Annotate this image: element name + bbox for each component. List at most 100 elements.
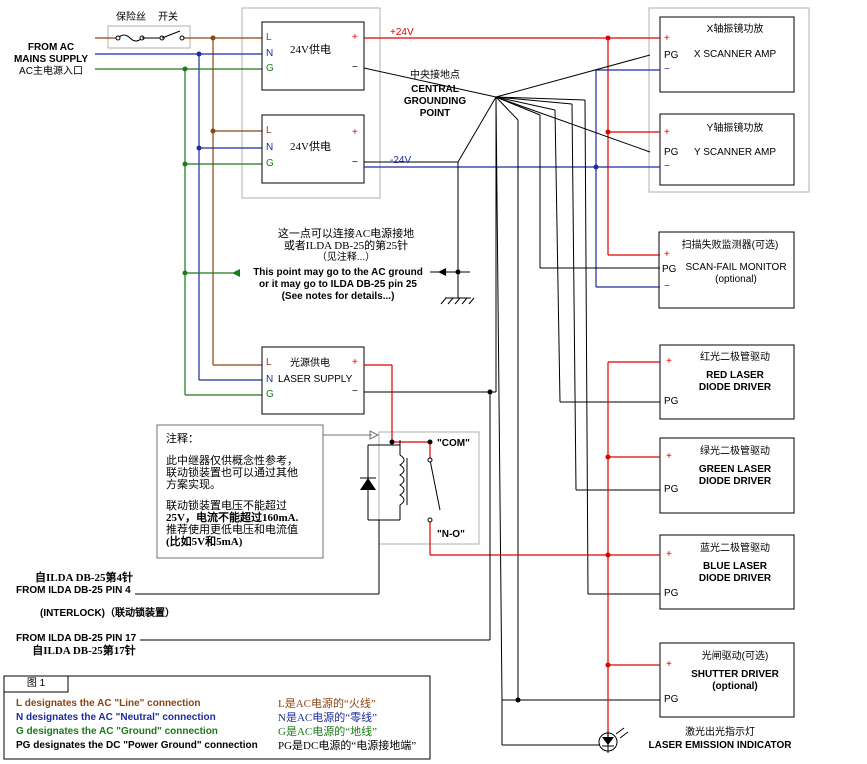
laser-minus: −: [352, 386, 358, 397]
neutral-wires: [95, 53, 262, 381]
diode-icon: [360, 478, 376, 490]
psu2-title: 24V供电: [290, 141, 331, 153]
laser-supply-cn: 光源供电: [290, 358, 330, 369]
relay-no-label: "N-O": [437, 529, 465, 540]
blue-driver-cn: 蓝光二极管驱动: [700, 543, 770, 554]
scanfail-cn: 扫描失败监测器(可选): [681, 240, 779, 251]
y-amp-cn: Y轴振镜功放: [706, 123, 764, 134]
fuse-label: 保险丝: [116, 12, 146, 23]
x-amp-box: [659, 16, 795, 93]
green-driver-en2: DIODE DRIVER: [698, 476, 772, 487]
laser-plus: +: [352, 357, 358, 368]
scanfail-en2: (optional): [715, 274, 757, 285]
shutter-pg: PG: [664, 694, 679, 705]
psu1-L: L: [266, 32, 272, 43]
y-amp-box: [659, 113, 795, 186]
laser-supply-en: LASER SUPPLY: [278, 374, 353, 385]
shutter-en2: (optional): [712, 681, 758, 692]
fuse-icon: [117, 34, 143, 42]
relay-note-l6: 推荐使用更低电压和电流值: [166, 524, 298, 536]
psu1-G: G: [266, 63, 274, 74]
psu2-G: G: [266, 158, 274, 169]
green-driver-pg: PG: [664, 484, 679, 495]
psu1-rail-label: +24V: [390, 27, 414, 38]
mains-label-2: MAINS SUPPLY: [13, 54, 89, 65]
interlock-wires: [135, 392, 491, 641]
green-driver-plus: +: [666, 451, 672, 462]
psu2-L: L: [266, 125, 272, 136]
pin17-en: FROM ILDA DB-25 PIN 17: [16, 633, 137, 644]
relay-note-title: 注释：: [166, 433, 199, 445]
negative-24v-rail: [364, 69, 660, 288]
blue-driver-plus: +: [666, 549, 672, 560]
relay-enclosure: [378, 431, 480, 545]
psu1-title: 24V供电: [290, 44, 331, 56]
ground-note-en1: This point may go to the AC ground: [253, 267, 423, 278]
red-driver-pg: PG: [664, 396, 679, 407]
legend-g-en: G designates the AC "Ground" connection: [16, 726, 218, 737]
red-driver-cn: 红光二极管驱动: [700, 352, 770, 363]
y-amp-minus: −: [664, 161, 670, 172]
laser-N: N: [266, 374, 274, 385]
psu1-plus: +: [352, 32, 358, 43]
legend-box: [3, 675, 431, 760]
psu1-box: [261, 21, 365, 91]
ground-note-cn1: 这一点可以连接AC电源接地: [277, 228, 415, 240]
psu2-plus: +: [352, 127, 358, 138]
indicator-en: LASER EMISSION INDICATOR: [648, 740, 792, 751]
red-driver-en1: RED LASER: [706, 370, 764, 381]
shutter-en1: SHUTTER DRIVER: [691, 669, 779, 680]
central-ground-cn: 中央接地点: [410, 70, 460, 81]
scanfail-box: [658, 231, 795, 309]
blue-driver-en1: BLUE LASER: [703, 561, 767, 572]
scanfail-pg: PG: [662, 264, 677, 275]
x-amp-plus: +: [664, 33, 670, 44]
scanfail-plus: +: [664, 249, 670, 260]
positive-24v-rail: [364, 37, 660, 256]
relay-note-l2: 联动锁装置也可以通过其他: [166, 467, 298, 479]
legend-pg-cn: PG是DC电源的“电源接地端”: [278, 740, 417, 752]
ground-wires: [95, 68, 262, 396]
relay-note-l4: 联动锁装置电压不能超过: [166, 500, 287, 512]
scanfail-minus: −: [664, 281, 670, 292]
green-driver-en1: GREEN LASER: [698, 464, 772, 475]
shutter-plus: +: [666, 659, 672, 670]
psu-enclosure: [241, 7, 381, 199]
fuse-switch-enclosure: [107, 25, 191, 49]
x-amp-en: X SCANNER AMP: [693, 49, 777, 60]
legend-l-en: L designates the AC "Line" connection: [16, 698, 201, 709]
central-ground-en1: CENTRAL: [411, 84, 459, 95]
mains-label-3: AC主电源入口: [19, 66, 83, 77]
relay-com-label: "COM": [437, 438, 470, 449]
blue-driver-box: [659, 534, 795, 610]
psu2-rail-label: -24V: [390, 155, 412, 166]
ground-point-arrow: [438, 268, 446, 276]
relay-note-l7: (比如5V和5mA): [166, 536, 243, 548]
blue-driver-en2: DIODE DRIVER: [698, 573, 772, 584]
laser-supply-box: [261, 346, 365, 415]
legend-n-cn: N是AC电源的“零线”: [278, 712, 377, 724]
relay-note-l3: 方案实现。: [166, 479, 221, 491]
red-driver-plus: +: [666, 356, 672, 367]
interlock-label: (INTERLOCK)（联动锁装置）: [40, 608, 175, 619]
indicator-cn: 激光出光指示灯: [685, 727, 755, 738]
central-ground-en2: GROUNDING: [403, 96, 467, 107]
line-wires: [95, 37, 262, 366]
ground-note-cn2: 或者ILDA DB-25的第25针: [283, 240, 409, 252]
green-driver-box: [659, 437, 795, 514]
ground-arrow: [232, 269, 240, 277]
laser-L: L: [266, 357, 272, 368]
psu2-box: [261, 114, 365, 184]
psu2-minus: −: [352, 157, 358, 168]
legend-n-en: N designates the AC "Neutral" connection: [16, 712, 216, 723]
shutter-box: [659, 642, 795, 718]
central-ground-wires: [363, 54, 660, 701]
y-amp-pg: PG: [664, 147, 679, 158]
pin17-cn: 自ILDA DB-25第17针: [32, 645, 136, 657]
ground-note-en2: or it may go to ILDA DB-25 pin 25: [259, 279, 417, 290]
legend-pg-en: PG designates the DC "Power Ground" conn…: [16, 740, 258, 751]
switch-icon: [161, 30, 181, 39]
relay-note-l1: 此中继器仅供概念性参考，: [166, 455, 298, 467]
legend-g-cn: G是AC电源的“地线”: [278, 726, 377, 738]
